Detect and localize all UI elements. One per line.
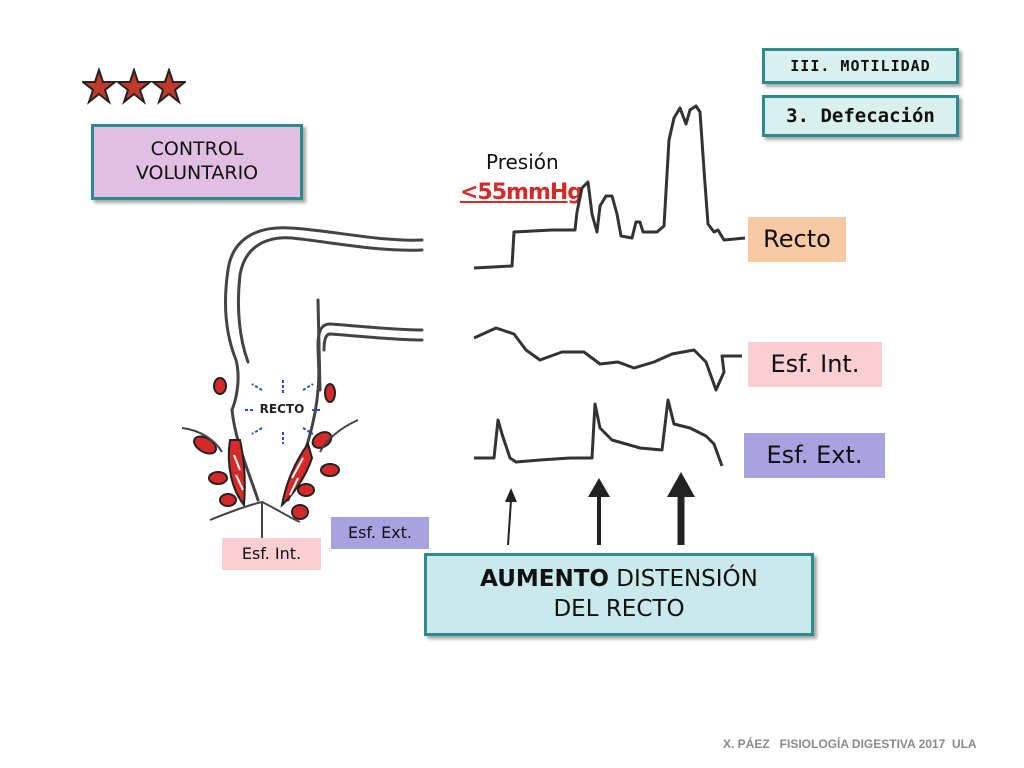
trace-label-recto: Recto: [748, 217, 846, 262]
recto-anatomy-text: RECTO: [260, 402, 305, 416]
internal-sphincter-left: [227, 439, 246, 508]
distension-arrows: [243, 380, 322, 444]
recto-pressure-trace: [473, 104, 746, 270]
control-line-1: CONTROL: [150, 138, 244, 160]
topic-label: 3. Defecación: [762, 95, 959, 137]
up-arrow-icon: [588, 478, 610, 545]
anatomy-label-esf-int: Esf. Int.: [222, 538, 321, 570]
internal-sphincter-right: [280, 441, 314, 508]
pressure-label: Presión: [486, 150, 559, 174]
control-line-2: VOLUNTARIO: [135, 162, 259, 184]
importance-stars: [82, 68, 186, 105]
caption-bold: AUMENTO: [480, 566, 609, 592]
anal-canal-lines: [181, 419, 359, 540]
caption-line-1: AUMENTO DISTENSIÓN: [427, 564, 811, 594]
caption-box: AUMENTO DISTENSIÓN DEL RECTO: [424, 553, 814, 636]
section-label: III. MOTILIDAD: [762, 48, 959, 84]
esf-int-trace: [473, 326, 742, 392]
star-icon: [150, 68, 186, 105]
caption-rest: DISTENSIÓN: [608, 566, 758, 592]
star-icon: [115, 68, 153, 105]
rectum-outline: [224, 226, 424, 502]
control-voluntario-box: CONTROL VOLUNTARIO: [91, 124, 303, 200]
external-sphincter-dots: [193, 377, 340, 520]
esf-ext-trace: [474, 398, 724, 467]
trace-label-esf-ext: Esf. Ext.: [744, 433, 885, 478]
caption-line-2: DEL RECTO: [553, 596, 685, 622]
up-arrow-icon: [505, 488, 517, 546]
up-arrow-icon: [667, 472, 695, 545]
anatomy-label-esf-ext: Esf. Ext.: [331, 517, 429, 549]
star-icon: [82, 68, 118, 105]
footer-credit: X. PÁEZ FISIOLOGÍA DIGESTIVA 2017 ULA: [723, 737, 977, 751]
trace-label-esf-int: Esf. Int.: [748, 342, 882, 387]
pressure-value: <55mmHg: [460, 180, 583, 205]
